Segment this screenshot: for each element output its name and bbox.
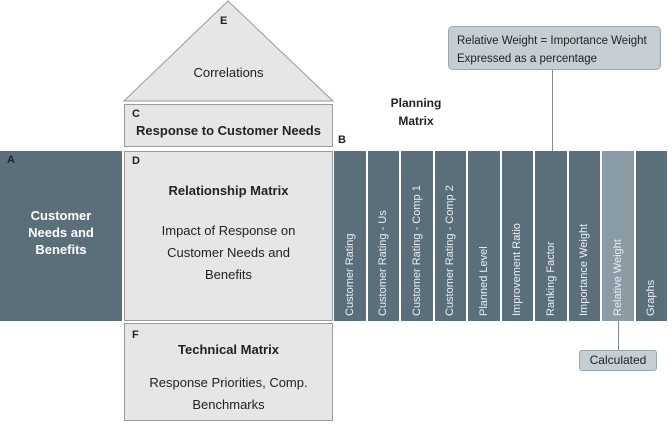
planning-title-line: Planning [390,96,442,110]
customer-needs-box: A Customer Needs and Benefits [0,151,122,321]
planning-column-label: Customer Rating [343,233,356,316]
planning-column: Importance Weight [568,151,600,321]
callout-line: Expressed as a percentage [457,53,598,65]
technical-letter: F [132,329,139,341]
planning-column-label: Improvement Ratio [511,223,524,316]
planning-column-label: Planned Level [477,246,490,316]
relationship-body-line: Customer Needs and [167,245,290,260]
response-letter: C [132,108,140,120]
planning-column: Customer Rating [334,151,366,321]
customer-needs-line: Benefits [35,242,87,257]
technical-body-line: Response Priorities, Comp. [149,375,308,390]
planning-column: Relative Weight [602,151,634,321]
relationship-letter: D [132,155,140,167]
customer-needs-line: Customer [30,208,92,223]
planning-column: Customer Rating - Comp 1 [401,151,433,321]
customer-needs-letter: A [7,154,15,166]
planning-title-line: Matrix [398,114,434,128]
roof-letter: E [220,15,228,27]
planning-column-label: Customer Rating - Comp 2 [444,185,457,316]
response-box: C Response to Customer Needs [124,104,333,147]
planning-column-label: Customer Rating - Comp 1 [410,185,423,316]
planning-column: Ranking Factor [535,151,567,321]
planning-column: Customer Rating - Comp 2 [434,151,466,321]
planning-column-label: Ranking Factor [544,241,557,316]
planning-column-label: Customer Rating - Us [377,210,390,316]
customer-needs-line: Needs and [28,225,94,240]
planning-column: Improvement Ratio [501,151,533,321]
planning-column-label: Importance Weight [578,223,591,316]
technical-body: Response Priorities, Comp. Benchmarks [125,372,332,416]
relative-weight-callout: Relative Weight = Importance Weight Expr… [448,26,661,70]
planning-letter: B [338,134,346,146]
relationship-title: Relationship Matrix [168,183,289,198]
relationship-box: D Relationship Matrix Impact of Response… [124,151,333,321]
relationship-body: Impact of Response on Customer Needs and… [125,220,332,286]
response-title: Response to Customer Needs [136,123,321,138]
planning-column: Planned Level [468,151,500,321]
technical-body-line: Benchmarks [192,397,265,412]
planning-column-label: Relative Weight [611,239,624,316]
calculated-connector [618,321,619,350]
customer-needs-label: Customer Needs and Benefits [0,207,122,258]
technical-box: F Technical Matrix Response Priorities, … [124,323,333,421]
relationship-body-line: Impact of Response on [161,223,296,238]
planning-column: Customer Rating - Us [367,151,399,321]
callout-connector [552,70,553,151]
planning-column-label: Graphs [645,279,658,316]
planning-title: Planning Matrix [378,94,454,130]
planning-column: Graphs [635,151,667,321]
calculated-callout: Calculated [579,350,657,371]
roof-triangle [122,0,335,102]
callout-line: Relative Weight = Importance Weight [457,35,647,47]
roof-label: Correlations [193,65,264,80]
relationship-body-line: Benefits [205,267,252,282]
technical-title: Technical Matrix [178,342,279,357]
